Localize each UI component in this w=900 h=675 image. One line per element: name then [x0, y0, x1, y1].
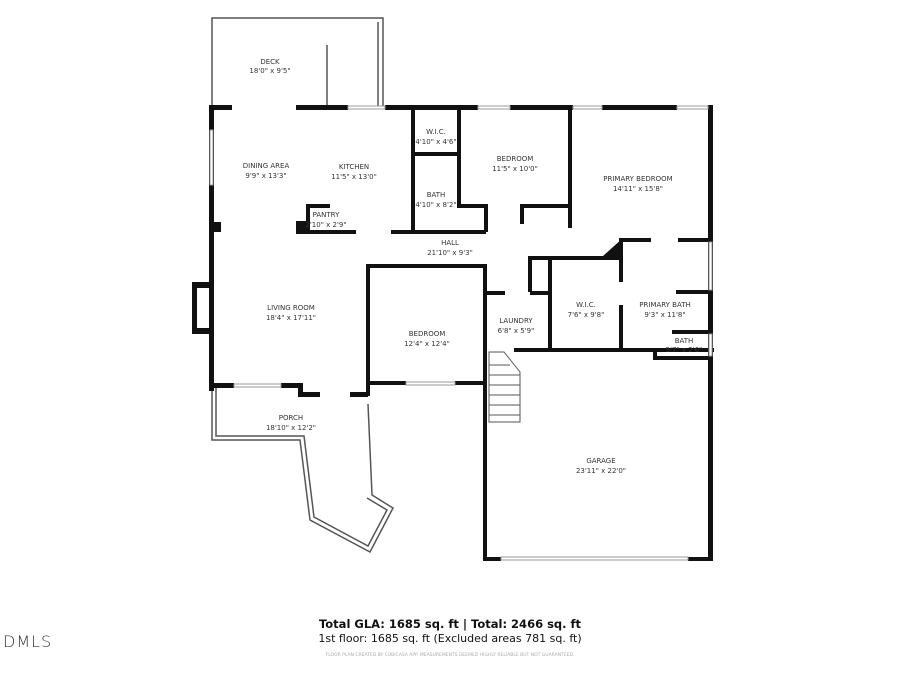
room-dims-hall: 21'10" x 9'3" — [427, 249, 473, 257]
room-name-primary-bedroom: PRIMARY BEDROOM — [603, 175, 672, 183]
room-name-porch: PORCH — [279, 414, 303, 422]
room-dims-garage: 23'11" x 22'0" — [576, 467, 626, 475]
room-name-primary-bath: PRIMARY BATH — [639, 301, 690, 309]
room-dims-bath-2: 5'7" x 2'6" — [666, 346, 703, 354]
room-dims-wic-2: 7'6" x 9'8" — [568, 311, 605, 319]
room-name-wic-2: W.I.C. — [576, 301, 596, 309]
room-dims-deck: 18'0" x 9'5" — [249, 67, 290, 75]
windows — [209, 105, 713, 561]
room-name-bedroom-2: BEDROOM — [409, 330, 446, 338]
walls — [209, 105, 714, 561]
room-dims-wic: 4'10" x 4'6" — [415, 138, 456, 146]
room-dims-bedroom-2: 12'4" x 12'4" — [404, 340, 450, 348]
room-dims-bath: 4'10" x 8'2" — [415, 201, 456, 209]
room-dims-living: 18'4" x 17'11" — [266, 314, 316, 322]
room-name-pantry: PANTRY — [313, 211, 340, 219]
room-name-bedroom: BEDROOM — [497, 155, 534, 163]
room-name-bath: BATH — [427, 191, 446, 199]
room-dims-bedroom: 11'5" x 10'0" — [492, 165, 538, 173]
room-dims-kitchen: 11'5" x 13'0" — [331, 173, 377, 181]
dmls-logo: DMLS — [3, 632, 53, 651]
total-area: Total GLA: 1685 sq. ft | Total: 2466 sq.… — [318, 617, 582, 631]
room-name-living: LIVING ROOM — [267, 304, 315, 312]
room-name-kitchen: KITCHEN — [339, 163, 369, 171]
room-dims-laundry: 6'8" x 5'9" — [498, 327, 535, 335]
porch-outline — [211, 388, 394, 554]
room-name-dining: DINING AREA — [243, 162, 290, 170]
room-name-laundry: LAUNDRY — [499, 317, 533, 325]
room-dims-dining: 9'9" x 13'3" — [245, 172, 286, 180]
room-name-bath-2: BATH — [675, 337, 694, 345]
room-name-wic: W.I.C. — [426, 128, 446, 136]
room-name-garage: GARAGE — [586, 457, 615, 465]
room-name-deck: DECK — [260, 58, 280, 66]
room-dims-porch: 18'10" x 12'2" — [266, 424, 316, 432]
room-dims-pantry: 2'10" x 2'9" — [305, 221, 346, 229]
stairs — [488, 351, 521, 423]
deck-outline — [211, 17, 384, 107]
room-name-hall: HALL — [441, 239, 459, 247]
fireplace — [192, 282, 214, 334]
room-dims-primary-bedroom: 14'11" x 15'8" — [613, 185, 663, 193]
floor-area: 1st floor: 1685 sq. ft (Excluded areas 7… — [318, 632, 582, 645]
disclaimer: FLOOR PLAN CREATED BY CUBICASA APP. MEAS… — [325, 653, 575, 658]
room-dims-primary-bath: 9'3" x 11'8" — [644, 311, 685, 319]
